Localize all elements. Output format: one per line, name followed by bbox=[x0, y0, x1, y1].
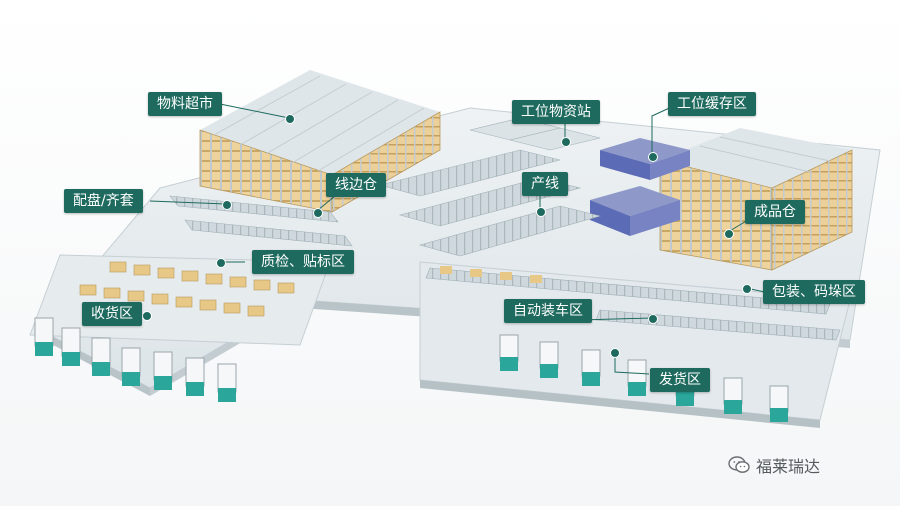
wechat-icon bbox=[728, 456, 750, 473]
finished-goods-rack bbox=[659, 128, 853, 271]
label-kitting: 配盘/齐套 bbox=[64, 189, 143, 213]
label-lineside-warehouse: 线边仓 bbox=[326, 173, 386, 197]
anchor-dot bbox=[648, 314, 658, 324]
watermark: 福莱瑞达 bbox=[728, 452, 820, 478]
receiving-pallets bbox=[79, 261, 295, 317]
anchor-dot bbox=[216, 258, 226, 268]
anchor-dot bbox=[222, 200, 232, 210]
anchor-dot bbox=[648, 152, 658, 162]
label-finished-goods-warehouse: 成品仓 bbox=[745, 200, 805, 224]
anchor-dot bbox=[142, 311, 152, 321]
label-workstation-material-station: 工位物资站 bbox=[512, 100, 600, 124]
label-quality-labeling-area: 质检、贴标区 bbox=[252, 250, 354, 274]
label-workstation-buffer-area: 工位缓存区 bbox=[668, 92, 756, 116]
shipping-trucks bbox=[499, 334, 789, 422]
material-supermarket-rack bbox=[199, 70, 441, 213]
receiving-trucks bbox=[34, 317, 237, 402]
label-production-line: 产线 bbox=[522, 172, 568, 196]
anchor-dot bbox=[536, 207, 546, 217]
label-shipping-area: 发货区 bbox=[650, 368, 710, 392]
anchor-dot bbox=[313, 208, 323, 218]
anchor-dot bbox=[724, 229, 734, 239]
workstation-buffer-racks bbox=[590, 138, 690, 236]
anchor-dot bbox=[285, 114, 295, 124]
anchor-dot bbox=[561, 137, 571, 147]
label-receiving-area: 收货区 bbox=[82, 302, 142, 326]
anchor-dot bbox=[742, 284, 752, 294]
kitting-conveyor bbox=[169, 195, 353, 247]
label-material-supermarket: 物料超市 bbox=[148, 92, 222, 116]
watermark-text: 福莱瑞达 bbox=[756, 457, 821, 476]
label-auto-loading-area: 自动装车区 bbox=[504, 299, 592, 323]
anchor-dot bbox=[610, 348, 620, 358]
label-packing-palletizing-area: 包装、码垛区 bbox=[763, 280, 865, 304]
